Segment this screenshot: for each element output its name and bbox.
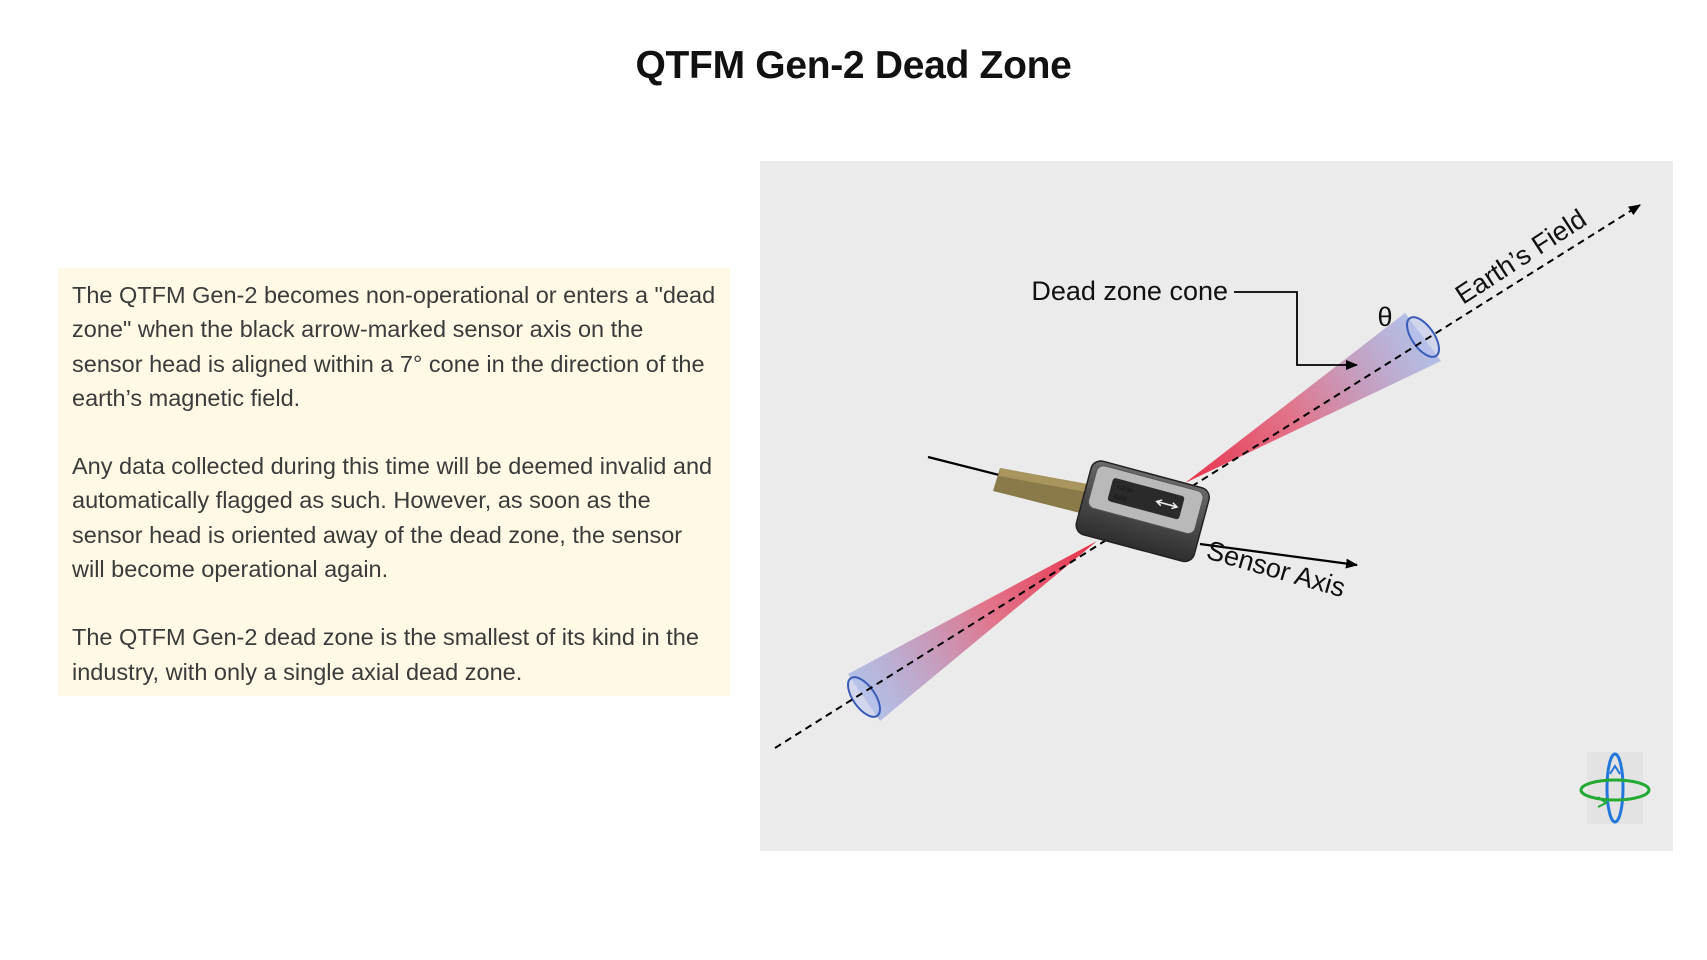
dead-zone-callout-line: [1234, 291, 1358, 370]
description-box: The QTFM Gen-2 becomes non-operational o…: [58, 268, 730, 696]
upper-dead-zone-cone: [1185, 313, 1441, 483]
sensor-head: Y-Z-30 AXIS: [1075, 460, 1210, 563]
orbit-logo-icon: [1579, 752, 1651, 824]
sensor-axis-label: Sensor Axis: [1203, 535, 1348, 603]
paragraph-data-validity: Any data collected during this time will…: [72, 453, 713, 583]
sensor-axis-arrow: [1199, 542, 1358, 569]
earth-field-line: [774, 204, 1641, 749]
theta-label: θ: [1377, 302, 1392, 332]
lower-dead-zone-cone: [848, 541, 1097, 721]
paragraph-dead-zone-definition: The QTFM Gen-2 becomes non-operational o…: [72, 282, 716, 411]
svg-text:Y-Z-30: Y-Z-30: [1115, 485, 1134, 496]
upper-cone-ring: [1406, 316, 1440, 358]
dead-zone-diagram-svg: Y-Z-30 AXIS Dead zone cone θ Earth’s Fie…: [774, 203, 1651, 824]
earth-field-label: Earth’s Field: [1450, 203, 1592, 310]
paragraph-smallest-dead-zone: The QTFM Gen-2 dead zone is the smallest…: [72, 624, 699, 685]
sensor-cable-shade: [999, 468, 1098, 494]
slide-title: QTFM Gen-2 Dead Zone: [635, 44, 1072, 87]
sensor-cable: [993, 468, 1098, 516]
dead-zone-cone-label: Dead zone cone: [1031, 276, 1228, 306]
dead-zone-diagram: Y-Z-30 AXIS Dead zone cone θ Earth’s Fie…: [760, 161, 1673, 851]
lower-cone-ring: [847, 676, 881, 718]
svg-text:AXIS: AXIS: [1113, 494, 1128, 503]
